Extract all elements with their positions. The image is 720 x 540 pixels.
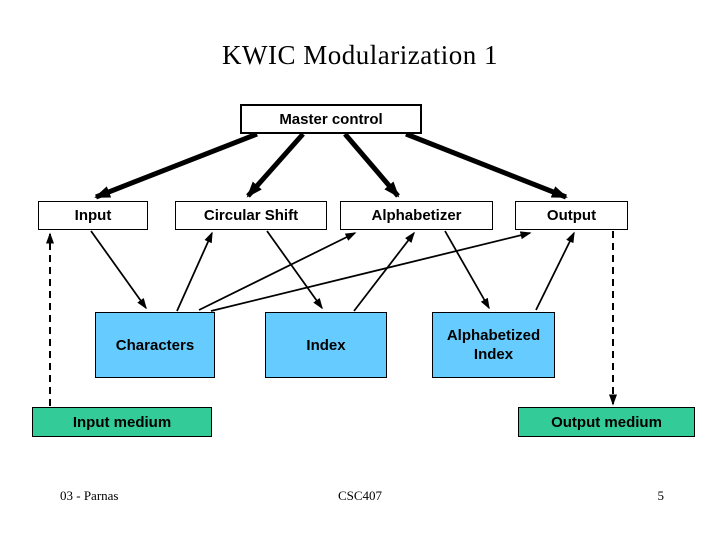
footer-page-number: 5 xyxy=(657,488,665,503)
node-alphabetized-index-label: Alphabetized Index xyxy=(446,327,541,363)
edge-circular-shift-to-index xyxy=(266,230,323,310)
node-output: Output xyxy=(515,201,628,230)
node-circular-shift-label: Circular Shift xyxy=(203,207,299,224)
slide-title: KWIC Modularization 1 xyxy=(222,40,498,70)
node-output-label: Output xyxy=(546,207,597,224)
edge-master-to-output xyxy=(405,131,568,200)
node-master-control-label: Master control xyxy=(279,110,383,128)
node-input-label: Input xyxy=(74,207,112,224)
edge-alphabetizer-to-alphabetized-index xyxy=(444,230,490,310)
slide-footer: 03 - Parnas CSC407 5 xyxy=(0,488,720,518)
node-characters: Characters xyxy=(95,312,215,378)
edge-master-to-input xyxy=(94,131,258,200)
node-input: Input xyxy=(38,201,148,230)
edge-master-to-alphabetizer xyxy=(343,132,400,198)
node-output-medium: Output medium xyxy=(518,407,695,437)
edge-input-to-characters xyxy=(90,230,147,310)
node-index-label: Index xyxy=(306,336,346,354)
edge-master-to-circular-shift xyxy=(246,132,305,198)
edge-index-to-alphabetizer xyxy=(353,231,415,312)
node-index: Index xyxy=(265,312,387,378)
node-input-medium-label: Input medium xyxy=(72,413,172,431)
edge-characters-to-alphabetizer xyxy=(198,232,357,311)
node-characters-label: Characters xyxy=(115,336,195,354)
node-input-medium: Input medium xyxy=(32,407,212,437)
edge-characters-to-circular-shift xyxy=(176,231,213,312)
edge-characters-to-output xyxy=(210,231,532,312)
node-alphabetizer-label: Alphabetizer xyxy=(371,207,462,224)
node-master-control: Master control xyxy=(240,104,422,134)
node-alphabetizer: Alphabetizer xyxy=(340,201,493,230)
footer-author: 03 - Parnas xyxy=(60,488,119,503)
edge-alphabetized-index-to-output xyxy=(535,231,575,311)
node-circular-shift: Circular Shift xyxy=(175,201,327,230)
node-alphabetized-index: Alphabetized Index xyxy=(432,312,555,378)
footer-course-code: CSC407 xyxy=(337,488,383,503)
node-output-medium-label: Output medium xyxy=(551,413,662,431)
